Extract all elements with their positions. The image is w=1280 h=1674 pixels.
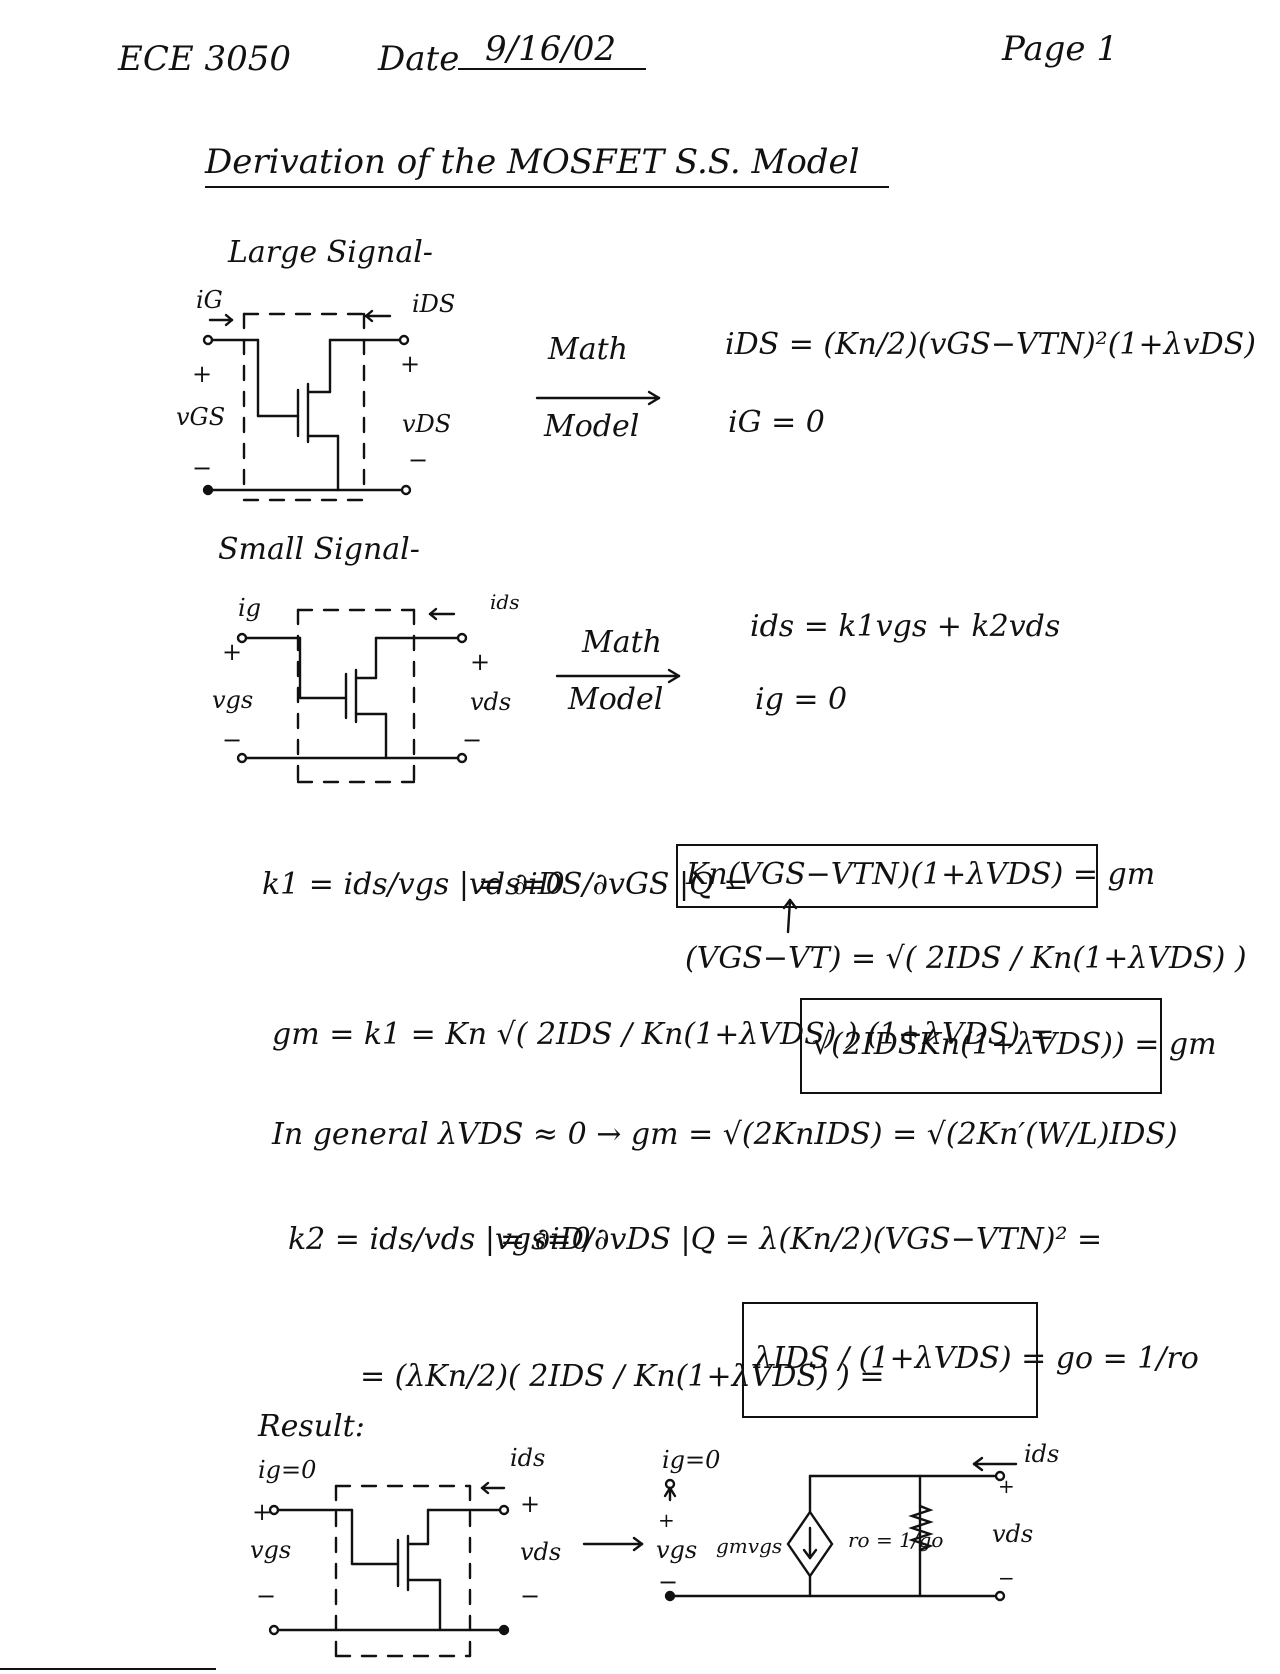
small-vds-minus: − <box>462 726 483 754</box>
gm-simplified-box: √(2IDSKn(1+λVDS)) = gm <box>800 998 1217 1094</box>
vds-label: vDS <box>402 410 452 438</box>
go-result-expression: λIDS / (1+λVDS) = go = 1/ro <box>754 1341 1199 1376</box>
scan-edge-line <box>0 1668 216 1670</box>
small-signal-heading: Small Signal- <box>218 532 420 567</box>
gm-result-box: Kn(VGS−VTN)(1+λVDS) = gm <box>676 844 1155 908</box>
ig-label: iG <box>196 286 223 314</box>
result-vgs-minus: − <box>256 1582 277 1610</box>
dependent-source-label: gmvgs <box>716 1534 783 1558</box>
date-underline <box>458 68 646 70</box>
page-title: Derivation of the MOSFET S.S. Model <box>205 142 860 182</box>
equivalence-arrow <box>582 1536 644 1552</box>
page-number: Page 1 <box>1002 29 1118 69</box>
title-underline <box>205 186 889 188</box>
vgs-plus: + <box>192 360 213 388</box>
gm-substitution: gm = k1 = Kn √( 2IDS / Kn(1+λVDS) ) (1+λ… <box>272 1017 1055 1052</box>
date-value: 9/16/02 <box>485 29 617 69</box>
eq-circuit-ids-label: ids <box>1024 1440 1060 1468</box>
large-signal-mosfet-diagram <box>202 309 412 502</box>
small-vds-plus: + <box>470 648 491 676</box>
math-model-arrow <box>535 390 661 406</box>
large-signal-heading: Large Signal- <box>228 235 433 270</box>
small-vgs-plus: + <box>222 638 243 666</box>
vgs-label: vGS <box>176 403 226 431</box>
k2-definition: k2 = ids/vds |vgs=0 <box>288 1222 591 1257</box>
small-ig-label: ig <box>238 594 262 622</box>
k1-definition: k1 = ids/vgs |vds=0 <box>262 867 565 902</box>
k1-partial-derivative: = ∂iDS/∂vGS |Q = <box>478 867 749 902</box>
gm-result-expression: Kn(VGS−VTN)(1+λVDS) = gm <box>686 857 1156 892</box>
small-signal-equivalent-circuit <box>663 1456 1018 1602</box>
small-math-model-arrow <box>555 668 681 684</box>
k2-partial-derivative: = ∂iD/∂vDS |Q = λ(Kn/2)(VGS−VTN)² = <box>500 1222 1103 1257</box>
small-signal-ids-equation: ids = k1vgs + k2vds <box>750 609 1061 644</box>
substitution-arrow <box>782 898 798 934</box>
result-ids-label: ids <box>510 1444 546 1472</box>
vds-plus: + <box>400 350 421 378</box>
output-resistance-label: ro = 1/go <box>848 1528 944 1552</box>
overdrive-voltage-equation: (VGS−VT) = √( 2IDS / Kn(1+λVDS) ) <box>685 941 1247 976</box>
result-vds-label: vds <box>520 1538 562 1566</box>
course-number: ECE 3050 <box>118 39 291 79</box>
result-vds-plus: + <box>520 1490 541 1518</box>
eq-circuit-vgs-label: vgs <box>656 1536 698 1564</box>
result-vds-minus: − <box>520 1582 541 1610</box>
eq-circuit-vgs-plus: + <box>658 1508 675 1532</box>
ids-label: iDS <box>412 290 456 318</box>
large-signal-ig-equation: iG = 0 <box>728 405 825 440</box>
result-heading: Result: <box>258 1409 365 1444</box>
eq-circuit-vds-minus: − <box>998 1566 1015 1590</box>
small-vds-label: vds <box>470 688 512 716</box>
gm-simplified-expression: √(2IDSKn(1+λVDS)) = gm <box>812 1027 1217 1062</box>
small-math-model-arrow-top: Math <box>582 625 662 660</box>
general-approximation: In general λVDS ≈ 0 → gm = √(2KnIDS) = √… <box>272 1117 1178 1152</box>
large-signal-ids-equation: iDS = (Kn/2)(vGS−VTN)²(1+λvDS) <box>725 327 1256 362</box>
k2-continuation: = (λKn/2)( 2IDS / Kn(1+λVDS) ) = <box>360 1359 885 1394</box>
eq-circuit-vgs-minus: − <box>658 1568 679 1596</box>
math-model-arrow-bottom: Model <box>544 409 640 444</box>
small-signal-ig-equation: ig = 0 <box>755 682 848 717</box>
eq-circuit-vds-plus: + <box>998 1474 1015 1498</box>
small-signal-mosfet-diagram <box>236 607 468 784</box>
result-ig-label: ig=0 <box>258 1456 317 1484</box>
result-mosfet-diagram <box>268 1481 510 1662</box>
go-result-box: λIDS / (1+λVDS) = go = 1/ro <box>742 1302 1199 1418</box>
small-vgs-minus: − <box>222 726 243 754</box>
vds-minus: − <box>408 446 429 474</box>
date-label: Date <box>378 39 460 79</box>
eq-circuit-vds-label: vds <box>992 1520 1034 1548</box>
eq-circuit-ig-label: ig=0 <box>662 1446 721 1474</box>
small-ids-label: ids <box>490 590 520 614</box>
small-math-model-arrow-bottom: Model <box>568 682 664 717</box>
math-model-arrow-top: Math <box>548 332 628 367</box>
result-vgs-plus: + <box>252 1498 273 1526</box>
result-vgs-label: vgs <box>250 1536 292 1564</box>
vgs-minus: − <box>192 454 213 482</box>
small-vgs-label: vgs <box>212 686 254 714</box>
